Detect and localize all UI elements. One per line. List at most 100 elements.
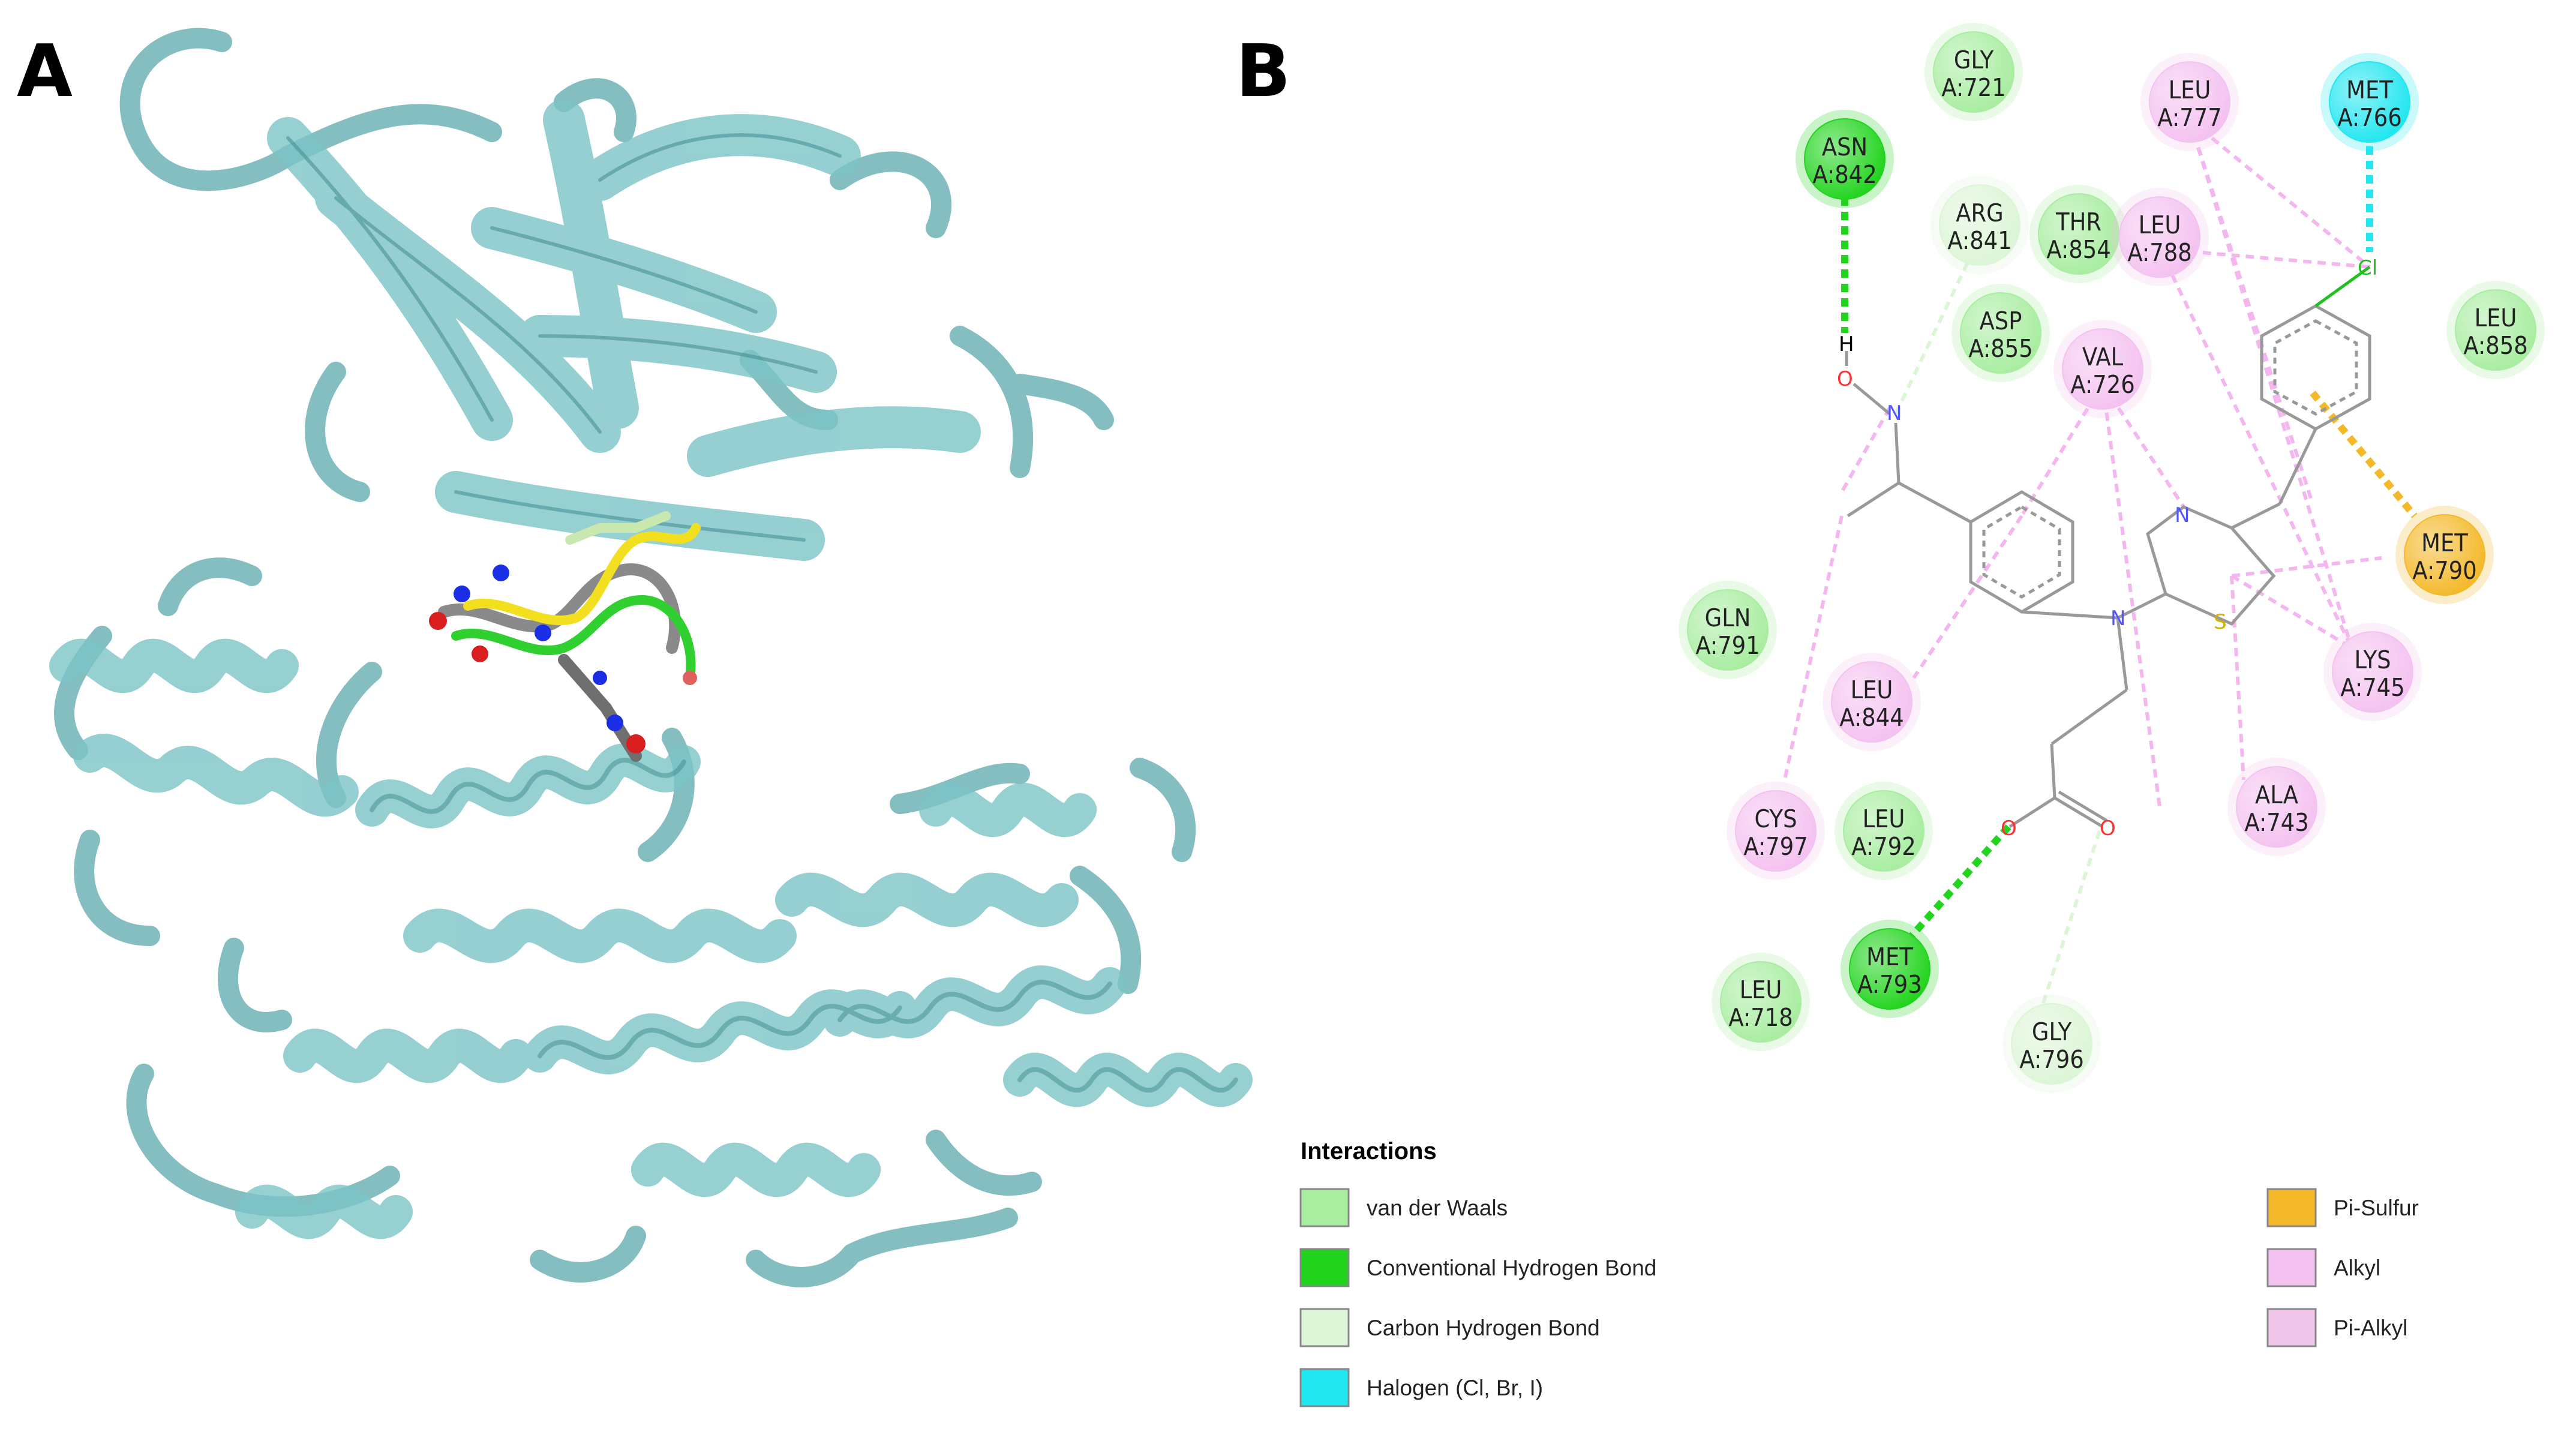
residue-number: A:777 [2157, 103, 2221, 132]
residue-name: ALA [2255, 780, 2298, 809]
residue-name: LEU [1863, 804, 1905, 833]
atom-label-n: N [1887, 401, 1902, 425]
residue-name: ASP [1980, 307, 2022, 335]
protein-beta-sheet [267, 99, 981, 561]
legend-label: Conventional Hydrogen Bond [1367, 1256, 1656, 1280]
residue-number: A:793 [1857, 970, 1922, 999]
atom-label-o: O [2001, 816, 2017, 840]
residue-number: A:766 [2337, 103, 2401, 132]
residue-name: THR [2055, 208, 2101, 236]
residue-number: A:855 [1968, 334, 2032, 363]
legend-item-carbon_hbond: Carbon Hydrogen Bond [1299, 1308, 1600, 1347]
residue-highlight [2237, 767, 2316, 846]
chlorophenyl-ring-aromatic [2273, 319, 2358, 416]
residue-name: LEU [2139, 211, 2181, 239]
residue-name: MET [2421, 529, 2468, 557]
residue-highlight [2456, 290, 2535, 370]
phenyl-ring-1 [1969, 490, 2074, 614]
atom-label-o: O [1837, 367, 1853, 391]
residue-highlight [1961, 293, 2040, 373]
oxygen-atom [626, 734, 645, 753]
legend-item-pi_sulfur: Pi-Sulfur [2266, 1188, 2419, 1227]
residue-name: LYS [2354, 646, 2391, 674]
legend-label: Carbon Hydrogen Bond [1367, 1316, 1600, 1340]
residue-highlight [2039, 194, 2118, 274]
residue-number: A:726 [2070, 370, 2134, 399]
residue-number: A:792 [1851, 832, 1916, 861]
residue-highlight [1934, 32, 2013, 112]
residue-number: A:718 [1728, 1003, 1793, 1032]
residue-highlight [1805, 119, 1884, 199]
legend-item-alkyl: Alkyl [2266, 1248, 2380, 1287]
atom-label-n: N [2110, 607, 2125, 631]
residue-discs: GLYA:721ASNA:842ARGA:841THRA:854LEUA:788… [1679, 23, 2545, 1093]
residue-highlight [1832, 662, 1911, 741]
residue-highlight [1721, 962, 1800, 1041]
residue-name: LEU [1740, 975, 1782, 1004]
residue-name: ARG [1956, 199, 2003, 227]
residue-number: A:797 [1743, 832, 1808, 861]
legend-label: van der Waals [1367, 1196, 1508, 1220]
legend-swatch [1299, 1248, 1350, 1287]
residue-number: A:796 [2019, 1045, 2083, 1074]
chbond-line-arg841 [1894, 236, 1981, 415]
oxygen-atom [472, 646, 488, 662]
protein-ribbon [49, 28, 1253, 1287]
residue-highlight [2120, 197, 2199, 277]
oxygen-atom [429, 612, 447, 630]
pisulfur-line-met790 [2310, 391, 2418, 518]
alkyl-lines [1783, 118, 2382, 807]
legend-swatch [1299, 1368, 1350, 1407]
residue-name: MET [1866, 942, 1913, 971]
residue-highlight [2333, 632, 2412, 712]
ligand-2d-structure [1845, 265, 2371, 828]
legend-item-pi_alkyl: Pi-Alkyl [2266, 1308, 2407, 1347]
residue-highlight [1940, 185, 2019, 265]
chbond-line-gly796 [2038, 830, 2101, 1014]
residue-highlight [2330, 62, 2409, 142]
legend-label: Pi-Sulfur [2334, 1196, 2419, 1220]
residue-name: LEU [1851, 676, 1893, 704]
protein-helices [49, 638, 1253, 1239]
ligand-yellow [463, 523, 701, 626]
residue-highlight [1736, 791, 1815, 870]
legend-title: Interactions [1301, 1138, 1437, 1164]
legend-item-vdw: van der Waals [1299, 1188, 1508, 1227]
legend-swatch [2266, 1188, 2317, 1227]
protein-beta-edges [286, 133, 842, 542]
ligand-atom-labels: H O N N N S Cl O O [1837, 256, 2377, 840]
residue-number: A:721 [1941, 73, 2005, 102]
legend-item-halogen: Halogen (Cl, Br, I) [1299, 1368, 1543, 1407]
ligand-grey [438, 563, 681, 654]
atom-label-cl: Cl [2358, 256, 2377, 280]
ligand-tail [558, 654, 642, 762]
residue-highlight [2150, 62, 2229, 142]
residue-name: GLY [1954, 46, 1994, 74]
protein-helix-shading [370, 758, 1238, 1093]
thiazole-ring [2146, 505, 2276, 626]
ligand-sticks [429, 511, 701, 762]
legend-label: Halogen (Cl, Br, I) [1367, 1376, 1543, 1400]
residue-highlight [2063, 329, 2142, 409]
residue-number: A:745 [2340, 673, 2404, 702]
residue-name: MET [2346, 76, 2393, 104]
residue-number: A:844 [1839, 703, 1904, 732]
residue-highlight [1844, 791, 1923, 870]
legend-item-conv_hbond: Conventional Hydrogen Bond [1299, 1248, 1656, 1287]
legend-swatch [2266, 1308, 2317, 1347]
legend-label: Alkyl [2334, 1256, 2380, 1280]
residue-highlight [1850, 929, 1929, 1008]
